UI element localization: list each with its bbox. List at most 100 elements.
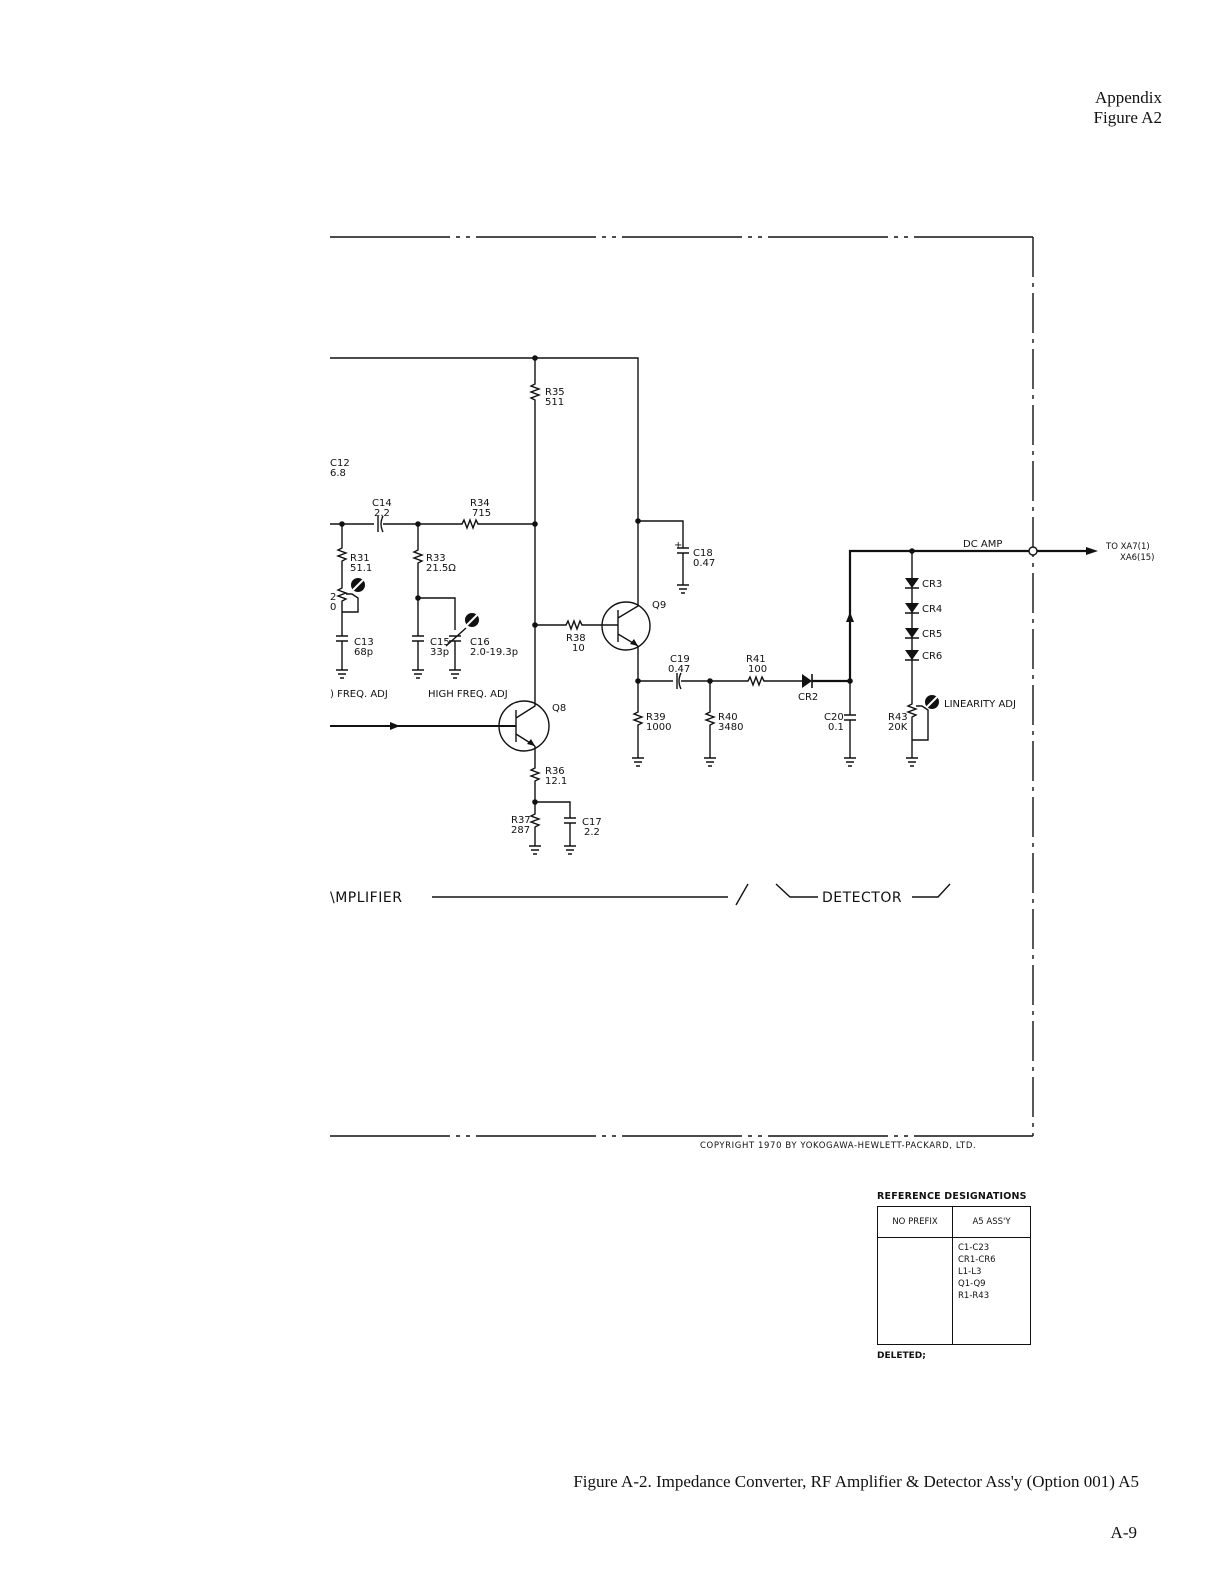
c15-ref: C15 (430, 637, 450, 648)
q9-emitter-arrow (630, 639, 638, 646)
r40-wire (704, 681, 716, 767)
r34-ref: R34 (470, 498, 490, 509)
reference-designations-table: NO PREFIX A5 ASS'Y C1-C23 CR1-CR6 L1-L3 … (877, 1206, 1031, 1345)
output-arrow (1086, 547, 1098, 555)
c16-variable-cap (445, 627, 467, 679)
cr2-diode (802, 674, 812, 688)
r39-value: 1000 (646, 722, 671, 733)
c18-wire (638, 520, 689, 594)
r37-value: 287 (511, 825, 530, 836)
reference-designations-title: REFERENCE DESIGNATIONS (877, 1191, 1027, 1202)
r37-ref: R37 (511, 815, 531, 826)
figure-caption: Figure A-2. Impedance Converter, RF Ampl… (573, 1472, 1139, 1491)
r43-trimmer (912, 705, 929, 741)
q9-emitter-wire (637, 646, 805, 700)
r35-value: 511 (545, 397, 564, 408)
designation-item: R1-R43 (958, 1291, 990, 1301)
q9-transistor (601, 601, 651, 651)
cr5-ref: CR5 (922, 629, 942, 640)
c16-ref: C16 (470, 637, 490, 648)
detector-section-label: DETECTOR (822, 890, 902, 906)
c18-value: 0.47 (693, 558, 715, 569)
r39-ref: R39 (646, 712, 666, 723)
r33-ref: R33 (426, 553, 446, 564)
output-terminal (1028, 546, 1038, 556)
c13-ref: C13 (354, 637, 374, 648)
c14-ref: C14 (372, 498, 392, 509)
amplifier-section-label: \MPLIFIER (330, 890, 402, 906)
q8-ref: Q8 (552, 703, 566, 714)
c15-value: 33p (430, 647, 449, 658)
dc-amp-label: DC AMP (963, 539, 1002, 550)
r38-value: 10 (572, 643, 585, 654)
c12-value: 6.8 (330, 468, 346, 479)
r31-branch (336, 524, 348, 679)
amplifier-section-line (432, 883, 749, 906)
r31-ref: R31 (350, 553, 370, 564)
no-prefix-cell (877, 1237, 953, 1345)
detector-section-line (775, 883, 951, 898)
designation-item: C1-C23 (958, 1243, 990, 1253)
r33-branch (412, 524, 456, 679)
appendix-label: Appendix (1094, 88, 1162, 107)
designation-item: CR1-CR6 (958, 1255, 996, 1265)
r36-wire (529, 746, 576, 855)
output-destination-1: TO XA7(1) (1105, 542, 1150, 552)
cr6-ref: CR6 (922, 651, 942, 662)
r36-ref: R36 (545, 766, 565, 777)
q8-emitter-arrow (527, 739, 535, 746)
designation-item: Q1-Q9 (958, 1279, 986, 1289)
r40-value: 3480 (718, 722, 743, 733)
r43-ref: R43 (888, 712, 908, 723)
c16-value: 2.0-19.3p (470, 647, 518, 658)
r31-trimmer (342, 593, 359, 613)
q8-internals (515, 700, 536, 747)
c14-value: 2.2 (374, 508, 390, 519)
r35-wire (529, 358, 541, 521)
cr4-ref: CR4 (922, 604, 942, 615)
output-destination-2: XA6(15) (1120, 553, 1155, 563)
r34-value: 715 (472, 508, 491, 519)
cr6-diode (905, 650, 919, 660)
low-freq-adj-label: ) FREQ. ADJ (330, 689, 388, 700)
c13-value: 68p (354, 647, 373, 658)
copyright-notice: COPYRIGHT 1970 BY YOKOGAWA-HEWLETT-PACKA… (700, 1141, 977, 1151)
c12-ref: C12 (330, 458, 350, 469)
c14-r34-wire (330, 515, 535, 533)
r38-wire (535, 619, 618, 631)
r39-wire (632, 700, 644, 767)
q9-internals (617, 521, 639, 647)
r38-ref: R38 (566, 633, 586, 644)
c20-value: 0.1 (828, 722, 844, 733)
r31-extra-a: 2 (330, 592, 336, 603)
page-number: A-9 (1110, 1523, 1137, 1542)
linearity-adj-label: LINEARITY ADJ (944, 699, 1016, 710)
top-rail-wire (330, 357, 639, 521)
a5-assy-header: A5 ASS'Y (952, 1206, 1031, 1238)
c19-ref: C19 (670, 654, 690, 665)
cr5-diode (905, 628, 919, 638)
cr2-ref: CR2 (798, 692, 818, 703)
c20-wire (844, 681, 856, 767)
cr3-ref: CR3 (922, 579, 942, 590)
figure-number: Figure A2 (1093, 108, 1162, 127)
diode-chain-wire (906, 551, 918, 767)
high-freq-adj-label: HIGH FREQ. ADJ (428, 689, 508, 700)
c18-plus: + (674, 540, 682, 551)
r41-value: 100 (748, 664, 767, 675)
cr4-diode (905, 603, 919, 613)
a5-assy-cell: C1-C23 CR1-CR6 L1-L3 Q1-Q9 R1-R43 (952, 1237, 1031, 1345)
r35-ref: R35 (545, 387, 565, 398)
r31-extra-b: 0 (330, 602, 336, 613)
c17-value: 2.2 (584, 827, 600, 838)
dc-amp-up-arrow (846, 612, 854, 622)
cr3-diode (905, 578, 919, 588)
r31-value: 51.1 (350, 563, 372, 574)
r40-ref: R40 (718, 712, 738, 723)
c17-ref: C17 (582, 817, 602, 828)
c18-ref: C18 (693, 548, 713, 559)
r43-value: 20K (888, 722, 908, 733)
c19-value: 0.47 (668, 664, 690, 675)
reference-designations: REFERENCE DESIGNATIONS NO PREFIX A5 ASS'… (877, 1191, 1032, 1361)
deleted-label: DELETED; (877, 1351, 926, 1361)
